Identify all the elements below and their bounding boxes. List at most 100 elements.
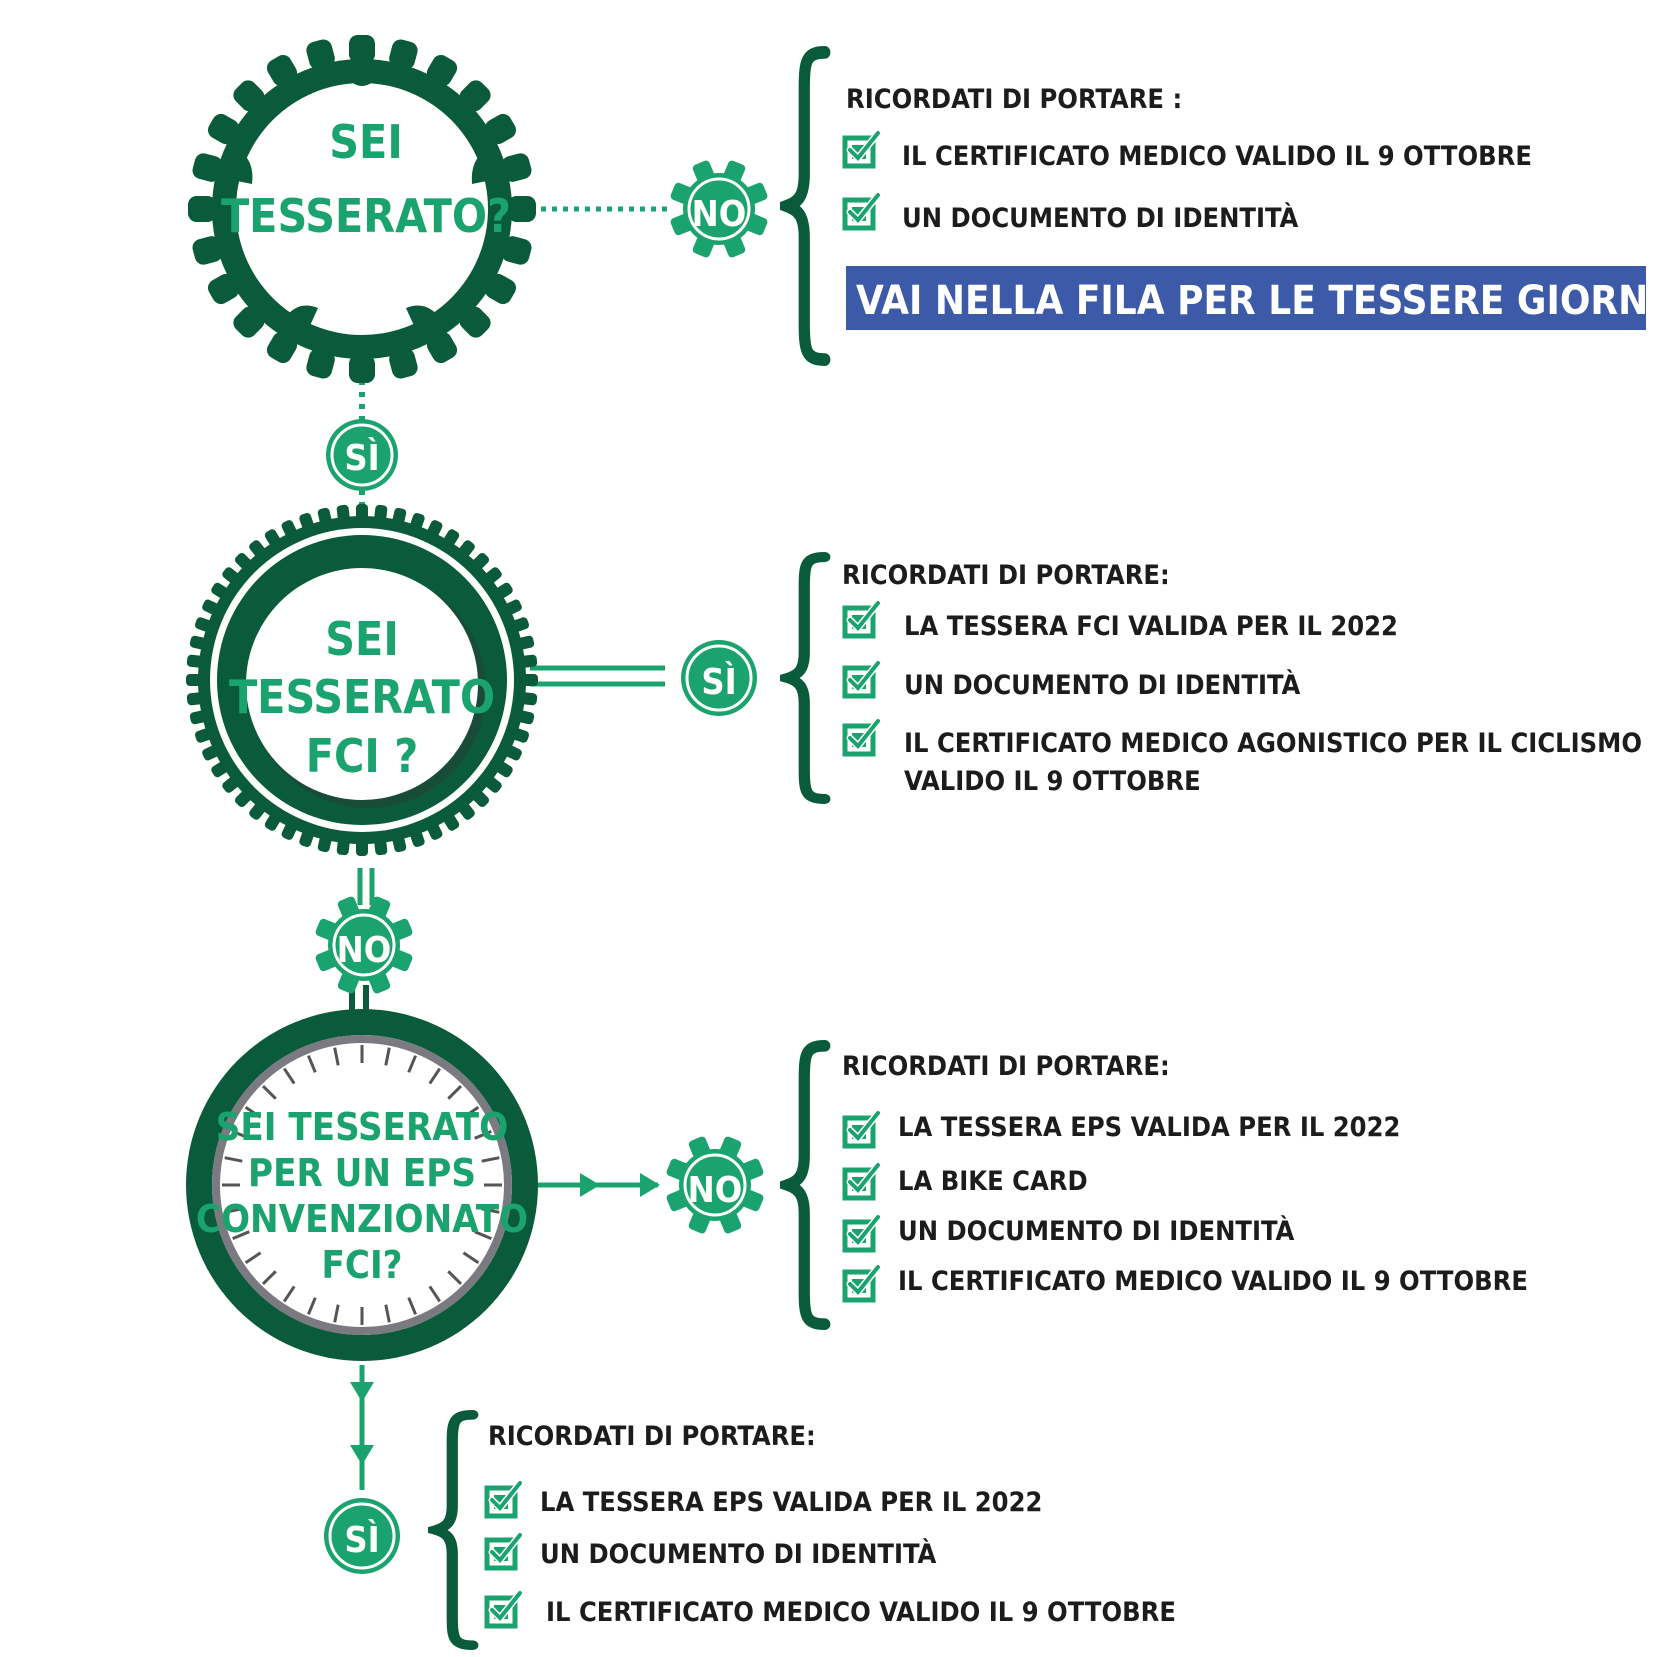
arrow-down-icon [350,1445,374,1465]
q3-line1: SEI TESSERATO [216,1105,508,1149]
wheel-tick [474,1230,492,1240]
badge-q1-no: NO [670,160,768,258]
q3-line2: PER UN EPS [248,1151,476,1195]
checkbox-icon [845,1217,878,1250]
q2-line1: SEI [325,612,398,666]
wheel-tick [481,1156,500,1163]
checkbox-icon [845,133,878,166]
checkbox-icon [845,663,878,696]
list-q1-no-item-0: IL CERTIFICATO MEDICO VALIDO IL 9 OTTOBR… [902,141,1532,172]
wheel-tick [333,1047,340,1066]
badge-q2-no: NO [315,896,413,994]
sprocket-tooth [356,504,368,520]
wheel-tick [261,1084,277,1100]
gear-body [683,173,755,245]
badge-q2-si: SÌ [681,640,757,716]
checkbox-icon [845,603,878,636]
badge-q1-si-label: SÌ [344,437,379,479]
wheel-tick [307,1297,317,1315]
chainring-tooth [192,236,223,265]
badge-q3-si: SÌ [324,1498,400,1574]
q3-line4: FCI? [322,1243,403,1287]
banner-daily-pass [846,266,1646,330]
brace-q3-si [435,1415,472,1645]
wheel-tick [384,1304,391,1323]
gear-ring [332,913,396,977]
q1-line2: TESSERATO? [221,189,511,243]
banner-daily-pass-label: VAI NELLA FILA PER LE TESSERE GIORNALIER… [856,278,1667,324]
list-q2-si-item-2-cont: VALIDO IL 9 OTTOBRE [904,766,1201,797]
q3-line3: CONVENZIONATO [196,1197,528,1241]
wheel-tick [447,1270,463,1286]
chainring-tooth [501,236,532,265]
wheel-tick [244,1251,262,1265]
wheel-tick [447,1084,463,1100]
gear-ring [687,177,751,241]
chainring-tooth [389,348,418,379]
wheel-tick [428,1067,442,1085]
chainring-tooth [389,39,418,70]
sprocket-tooth [356,840,368,856]
list-q3-no-heading: RICORDATI DI PORTARE: [842,1051,1170,1082]
wheel-q3 [186,1009,538,1361]
list-q3-no-item-2: UN DOCUMENTO DI IDENTITÀ [898,1215,1294,1247]
checkbox-icon [845,1113,878,1146]
list-q3-si-item-1: UN DOCUMENTO DI IDENTITÀ [540,1538,936,1570]
q1-line1: SEI [329,115,402,169]
badge-q2-si-label: SÌ [701,661,736,703]
sprocket-tooth [522,674,538,686]
chainring-tooth [306,39,335,70]
wheel-tick [428,1285,442,1303]
badge-q3-no: NO [666,1136,764,1234]
checkbox-icon [845,1165,878,1198]
checkbox-icon [487,1535,520,1568]
brace-q1-no [787,52,824,359]
list-q3-si-item-0: LA TESSERA EPS VALIDA PER IL 2022 [540,1487,1042,1518]
gear-body [679,1149,751,1221]
chainring-tooth [349,35,375,63]
q2-line3: FCI ? [306,729,418,783]
checkbox-icon [487,1593,520,1626]
list-q3-si-item-2: IL CERTIFICATO MEDICO VALIDO IL 9 OTTOBR… [546,1597,1176,1628]
arrow-down-icon [350,1382,374,1402]
wheel-tick [384,1047,391,1066]
wheel-tick [261,1270,277,1286]
chainring-tooth [508,196,536,222]
sprocket-tooth [186,674,202,686]
gear-ring [683,1153,747,1217]
wheel-tick [282,1285,296,1303]
brace-q2-si [787,557,824,799]
list-q3-no-item-3: IL CERTIFICATO MEDICO VALIDO IL 9 OTTOBR… [898,1266,1528,1297]
badge-q3-no-label: NO [688,1170,743,1211]
chainring-tooth [306,348,335,379]
arrow-right-icon [640,1173,660,1197]
list-q3-no-item-0: LA TESSERA EPS VALIDA PER IL 2022 [898,1112,1400,1143]
brace-q3-no [787,1046,824,1324]
wheel-tick [481,1207,500,1214]
badge-q3-si-label: SÌ [344,1519,379,1561]
wheel-tick [474,1130,492,1140]
wheel-tick [462,1251,480,1265]
sprocket-q2 [186,504,538,856]
chainring-tooth [501,153,532,182]
wheel-tick [333,1304,340,1323]
arrow-right-icon [580,1173,600,1197]
chainring-tooth [349,355,375,383]
list-q3-no-item-1: LA BIKE CARD [898,1166,1088,1197]
badge-q1-si: SÌ [326,419,398,491]
chainring-tooth [188,196,216,222]
list-q2-si-item-1: UN DOCUMENTO DI IDENTITÀ [904,669,1300,701]
badge-q1-no-label: NO [692,194,747,235]
list-q2-si-heading: RICORDATI DI PORTARE: [842,560,1170,591]
wheel-tick [307,1055,317,1073]
list-q2-si-item-2: IL CERTIFICATO MEDICO AGONISTICO PER IL … [904,728,1642,759]
wheel-tick [407,1297,417,1315]
wheel-tick [244,1105,262,1119]
checkbox-icon [487,1483,520,1516]
wheel-tick [224,1207,243,1214]
list-q1-no-heading: RICORDATI DI PORTARE : [846,84,1182,115]
wheel-tick [224,1156,243,1163]
wheel-tick [462,1105,480,1119]
list-q2-si-item-0: LA TESSERA FCI VALIDA PER IL 2022 [904,611,1398,642]
